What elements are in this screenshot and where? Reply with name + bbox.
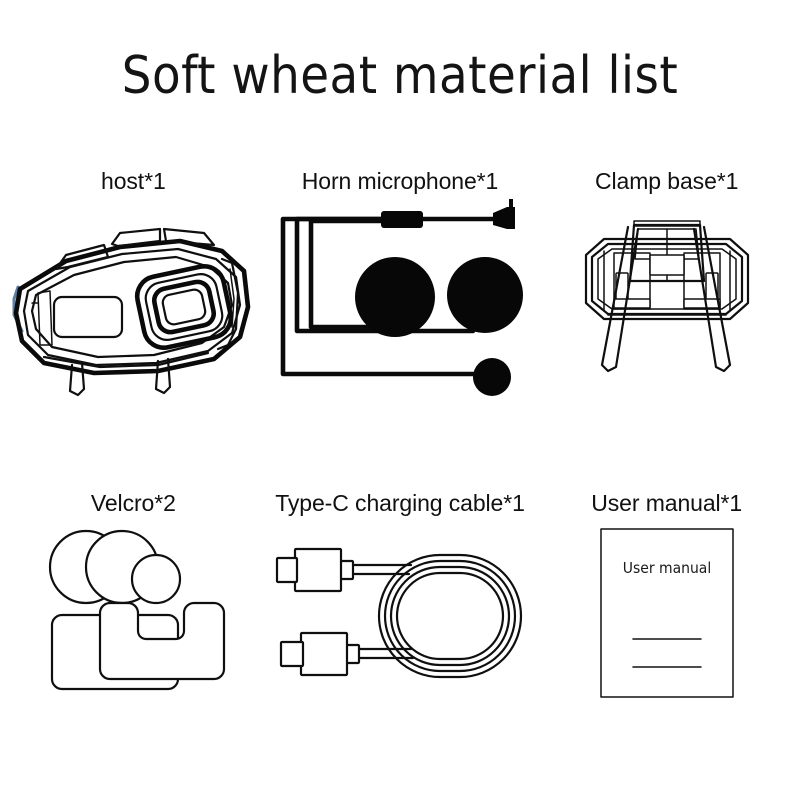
- material-item-user-manual: User manual*1 User manual: [533, 492, 800, 792]
- material-item-host: host*1: [0, 170, 267, 470]
- item-label-velcro: Velcro*2: [90, 490, 176, 516]
- velcro-illustration: [18, 521, 248, 721]
- item-label-user-manual: User manual*1: [591, 490, 743, 516]
- user-manual-illustration: User manual: [567, 521, 767, 721]
- item-label-host: host*1: [101, 168, 166, 194]
- user-manual-cover-text: User manual: [622, 559, 710, 577]
- page-title: Soft wheat material list: [121, 46, 679, 106]
- material-item-clamp-base: Clamp base*1: [533, 170, 800, 470]
- clamp-base-illustration: [542, 199, 792, 399]
- item-label-horn-microphone: Horn microphone*1: [301, 168, 499, 194]
- horn-microphone-illustration: [275, 199, 525, 399]
- material-items-grid: host*1: [0, 170, 800, 790]
- material-item-type-c-cable: Type-C charging cable*1: [267, 492, 534, 792]
- material-item-horn-microphone: Horn microphone*1: [267, 170, 534, 470]
- material-item-velcro: Velcro*2: [0, 492, 267, 792]
- item-label-type-c-cable: Type-C charging cable*1: [275, 490, 525, 516]
- item-label-clamp-base: Clamp base*1: [595, 168, 739, 194]
- type-c-cable-illustration: [275, 521, 525, 721]
- material-row-1: host*1: [0, 170, 800, 470]
- material-row-2: Velcro*2 Type-C charging c: [0, 492, 800, 792]
- host-illustration: [8, 199, 258, 399]
